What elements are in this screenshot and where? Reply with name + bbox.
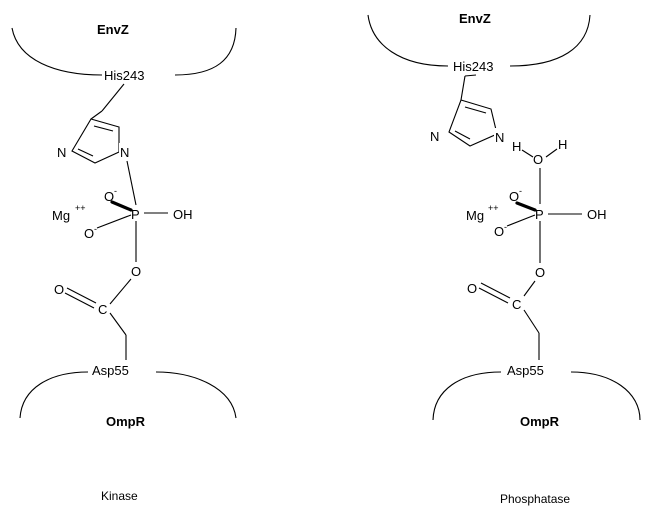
ring-n2-label: N — [495, 130, 504, 145]
n-p-bond — [126, 160, 137, 206]
p-o2-bond — [506, 214, 536, 227]
ring-double-bond-b — [454, 130, 471, 140]
phosphatase-panel: EnvZ His243 N N H H O P O - O - Mg ++ OH… — [367, 11, 641, 506]
his-ch2-bond-a — [464, 74, 477, 77]
p-o2-bond — [96, 214, 132, 229]
ompr-arc-left — [19, 371, 89, 419]
ring-double-bond-a — [464, 106, 487, 114]
phosphate-o2-charge: - — [94, 224, 97, 234]
o-c-bond — [523, 280, 536, 297]
asp55-label: Asp55 — [92, 363, 129, 378]
ompr-arc-left — [432, 371, 502, 421]
imidazole-ring — [448, 99, 498, 147]
his243-label: His243 — [453, 59, 493, 74]
bridge-o-label: O — [131, 264, 141, 279]
phosphate-o2-label: O — [84, 226, 94, 241]
mg-charge: ++ — [488, 203, 499, 213]
his-ch2-bond-a — [101, 83, 125, 112]
phosphate-o2-label: O — [494, 224, 504, 239]
o-c-bond — [109, 278, 132, 305]
phosphate-o2-charge: - — [504, 222, 507, 232]
carbonyl-bond-a — [66, 287, 97, 304]
asp55-label: Asp55 — [507, 363, 544, 378]
his-ch2-bond-b — [90, 110, 103, 120]
kinase-panel: EnvZ His243 N N P O - O - Mg ++ OH O C — [11, 22, 237, 503]
phosphorus-label: P — [535, 207, 544, 222]
envz-arc-left — [367, 14, 449, 67]
carbon-label: C — [98, 302, 107, 317]
phosphate-o1-label: O — [104, 189, 114, 204]
ring-n1-label: N — [57, 145, 66, 160]
mg-label: Mg — [466, 208, 484, 223]
ring-n2-label: N — [120, 145, 129, 160]
ompr-label: OmpR — [106, 414, 146, 429]
carbon-label: C — [512, 297, 521, 312]
his243-label: His243 — [104, 68, 144, 83]
imidazole-ring — [71, 118, 120, 164]
his-ch2-bond-b — [460, 75, 466, 101]
ompr-label: OmpR — [520, 414, 560, 429]
p-o1-bond-bold — [110, 200, 133, 212]
c-ch2-bond — [523, 309, 540, 334]
envz-arc-left — [11, 27, 103, 76]
hydroxyl-label: OH — [173, 207, 193, 222]
envz-label: EnvZ — [459, 11, 491, 26]
c-ch2-bond — [109, 312, 127, 336]
water-h2-label: H — [558, 137, 567, 152]
envz-arc-right — [174, 27, 237, 76]
carbonyl-bond-a — [480, 282, 511, 299]
bridge-o-label: O — [535, 265, 545, 280]
phosphate-o1-label: O — [509, 189, 519, 204]
water-h1-label: H — [512, 139, 521, 154]
o-h1-bond — [521, 149, 534, 158]
ring-n1-label: N — [430, 129, 439, 144]
phosphate-o1-charge: - — [519, 186, 522, 196]
ompr-arc-right — [570, 371, 641, 421]
o-h2-bond — [545, 148, 558, 158]
kinase-caption: Kinase — [101, 489, 138, 503]
carbonyl-bond-b — [478, 287, 509, 304]
mg-charge: ++ — [75, 203, 86, 213]
mg-label: Mg — [52, 208, 70, 223]
envz-label: EnvZ — [97, 22, 129, 37]
carbonyl-o-label: O — [467, 281, 477, 296]
ompr-arc-right — [155, 371, 237, 419]
water-o-label: O — [533, 152, 543, 167]
envz-arc-right — [509, 14, 591, 67]
p-o1-bond-bold — [515, 201, 537, 212]
carbonyl-bond-b — [64, 292, 95, 309]
phosphatase-caption: Phosphatase — [500, 492, 570, 506]
ring-double-bond-a — [93, 125, 114, 132]
phosphorus-label: P — [131, 207, 140, 222]
ring-double-bond-b — [77, 148, 94, 157]
carbonyl-o-label: O — [54, 282, 64, 297]
phosphate-o1-charge: - — [114, 186, 117, 196]
hydroxyl-label: OH — [587, 207, 607, 222]
